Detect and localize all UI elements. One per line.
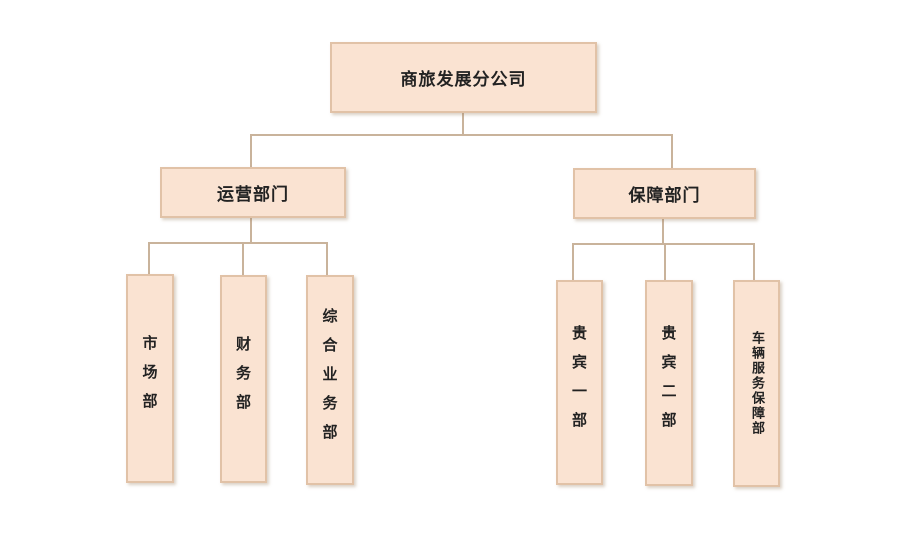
- unit-node-general-business: 综合业务部: [306, 275, 354, 485]
- unit-node-label: 财务部: [234, 335, 252, 423]
- unit-node-label: 综合业务部: [320, 307, 339, 453]
- connector-unit-general: [326, 242, 328, 275]
- connector-unit-market: [148, 242, 150, 274]
- connector-unit-vip2: [664, 243, 666, 280]
- connector-unit-vehicle: [753, 243, 755, 280]
- dept-node-label: 运营部门: [217, 185, 289, 205]
- unit-node-vehicle-service: 车辆服务保障部: [733, 280, 780, 487]
- connector-support-bar: [572, 243, 755, 245]
- unit-node-finance: 财务部: [220, 275, 267, 483]
- connector-unit-finance: [242, 242, 244, 275]
- dept-node-operations: 运营部门: [160, 167, 346, 218]
- unit-node-label: 贵宾二部: [659, 325, 678, 441]
- unit-node-label: 贵宾一部: [570, 324, 588, 441]
- unit-node-vip-two: 贵宾二部: [645, 280, 693, 486]
- connector-ops-stem: [250, 217, 252, 243]
- unit-node-vip-one: 贵宾一部: [556, 280, 603, 485]
- connector-root-down: [462, 113, 464, 135]
- dept-node-label: 保障部门: [628, 186, 701, 206]
- connector-support-stem: [662, 218, 664, 244]
- dept-node-support: 保障部门: [573, 168, 756, 219]
- connector-ops-down: [250, 134, 252, 167]
- connector-ops-bar: [148, 242, 328, 244]
- unit-node-label: 市场部: [140, 335, 159, 422]
- connector-unit-vip1: [572, 243, 574, 280]
- connector-support-down: [671, 134, 673, 168]
- root-node: 商旅发展分公司: [330, 42, 597, 113]
- unit-node-market: 市场部: [126, 274, 174, 483]
- connector-dept-bar: [250, 134, 673, 136]
- unit-node-label: 车辆服务保障部: [749, 331, 764, 436]
- root-node-label: 商旅发展分公司: [400, 70, 527, 90]
